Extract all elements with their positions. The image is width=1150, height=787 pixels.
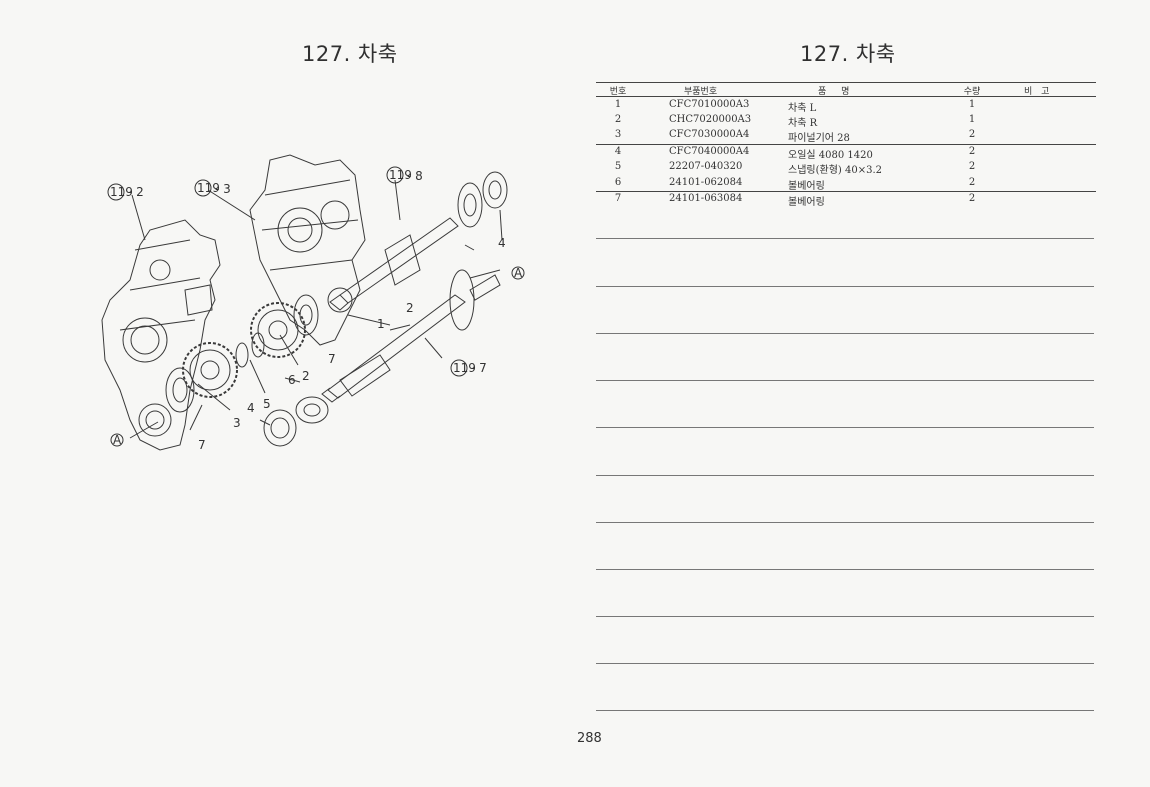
table-row: 7 24101-063084 볼베어링 2	[614, 193, 976, 208]
ruled-line	[596, 286, 1094, 287]
page-title-right: 127. 차축	[800, 42, 896, 66]
page-number: 288	[577, 731, 602, 746]
part-label: 4	[498, 236, 506, 250]
table-header: 번호 부품번호 품 명 수량 비 고	[596, 83, 1096, 98]
callout-119-2: 119	[110, 185, 133, 199]
part-label: 4	[247, 401, 255, 415]
part-label: 2	[302, 369, 310, 383]
ruled-line	[596, 710, 1094, 711]
part-label: 6	[288, 373, 296, 387]
part-label: 3	[233, 416, 241, 430]
gear-left	[182, 342, 238, 398]
ruled-line	[596, 427, 1094, 428]
table-row: 3 CFC7030000A4 파이널기어 28 2	[614, 129, 976, 144]
header-part-name: 품 명	[818, 87, 850, 97]
right-housing	[249, 154, 366, 346]
part-label: 1	[377, 317, 385, 331]
table-row: 1 CFC7010000A3 차축 L 1	[614, 99, 976, 114]
ruled-line	[596, 569, 1094, 570]
callout-119-3: 119	[197, 181, 220, 195]
table-row: 2 CHC7020000A3 차축 R 1	[614, 114, 976, 129]
callout-119-8: 119	[389, 168, 412, 182]
ruled-line	[596, 522, 1094, 523]
ruled-line	[596, 333, 1094, 334]
reference-a-left: A	[113, 433, 122, 447]
page-title-left: 127. 차축	[302, 42, 398, 66]
header-remarks: 비 고	[1024, 87, 1050, 97]
gear-right	[250, 302, 306, 358]
ruled-line	[596, 475, 1094, 476]
header-no: 번호	[609, 87, 627, 97]
callout-119-7: 119	[453, 361, 476, 375]
table-row: 4 CFC7040000A4 오일실 4080 1420 2	[614, 146, 976, 161]
axle-left-shaft	[321, 269, 501, 403]
part-label: 7	[198, 438, 206, 452]
callout-119-8-suffix: - 8	[407, 169, 423, 183]
ruled-line	[596, 238, 1094, 239]
ruled-line	[596, 380, 1094, 381]
part-label: 2	[406, 301, 414, 315]
ruled-line	[596, 663, 1094, 664]
table-row: 6 24101-062084 볼베어링 2	[614, 177, 976, 192]
left-housing	[101, 219, 221, 451]
part-label: 5	[263, 397, 271, 411]
reference-a-top: A	[514, 266, 523, 280]
part-label: 7	[328, 352, 336, 366]
callout-119-3-suffix: - 3	[215, 182, 231, 196]
table-row: 5 22207-040320 스냅링(환형) 40×3.2 2	[614, 161, 976, 176]
callout-119-2-suffix: - 2	[128, 185, 144, 199]
axle-right-shaft	[329, 171, 508, 311]
ruled-line	[596, 616, 1094, 617]
callout-119-7-suffix: - 7	[471, 361, 487, 375]
exploded-axle-diagram: 119 - 2 119 - 3 119 - 8 119 - 7 A A 1 2 …	[101, 154, 525, 452]
header-part-number: 부품번호	[684, 87, 718, 97]
header-quantity: 수량	[963, 87, 981, 97]
